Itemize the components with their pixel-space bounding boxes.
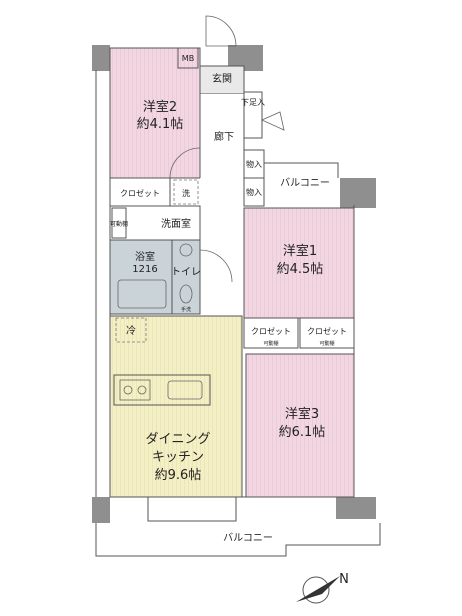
room-western2-size: 約4.1帖: [137, 117, 184, 132]
room-western3-outline: [245, 353, 355, 498]
compass-label: N: [339, 572, 349, 587]
bathtub: [117, 279, 167, 309]
dining-name-line1: ダイニング: [145, 432, 210, 447]
hand-wash-label: 手洗: [181, 306, 191, 313]
burner-1-icon: [123, 385, 133, 395]
bathroom-name: 浴室: [135, 250, 155, 263]
column-bottom-right: [336, 497, 376, 519]
movable-shelf-2-label: 可動棚: [263, 340, 278, 347]
meter-box: [177, 47, 199, 69]
entrance-label: 玄関: [212, 72, 232, 85]
dining-kitchen-floor: [110, 316, 242, 497]
toilet-label: トイレ: [171, 267, 201, 278]
closet-western1-label: クロゼット: [251, 326, 291, 336]
shoe-box-label: 下足入: [241, 98, 265, 107]
balcony-upper-outline: [264, 162, 339, 178]
washroom-label: 洗面室: [161, 217, 191, 230]
washer-space: [173, 179, 199, 205]
fridge-space: [115, 317, 147, 343]
storage-b-label: 物入: [246, 187, 262, 197]
shoe-box-char1: 下足入: [241, 98, 265, 107]
column-right-top: [340, 178, 376, 208]
burner-2-icon: [137, 385, 147, 395]
movable-shelf-washroom: [111, 207, 127, 239]
bathroom-size: 1216: [132, 264, 157, 275]
closet-western1: [243, 317, 299, 349]
hallway-floor: [200, 94, 244, 284]
balcony-lower-label: バルコニー: [223, 532, 273, 544]
toilet-bowl-icon: [179, 284, 193, 304]
stove-icon: [119, 379, 151, 401]
washer-label: 洗: [182, 188, 190, 198]
storage-b: [243, 177, 265, 207]
shoe-box: [243, 91, 263, 139]
kitchen-counter: [113, 374, 211, 406]
room-western1-name: 洋室1: [283, 243, 317, 259]
toilet-outline: [171, 239, 201, 315]
door-swing-entrance: [205, 15, 237, 47]
closet-western3-label: クロゼット: [307, 326, 347, 336]
door-swing-western2: [169, 147, 201, 179]
door-swing-hallway: [199, 249, 233, 283]
dining-size: 約9.6帖: [155, 468, 202, 483]
meter-box-label: MB: [182, 54, 194, 63]
balcony-lower-outline: [95, 523, 381, 557]
room-western1-size: 約4.5帖: [277, 262, 324, 277]
balcony-upper-label: バルコニー: [280, 177, 330, 189]
closet-western3: [299, 317, 355, 349]
storage-a-label: 物入: [246, 159, 262, 169]
column-bottom-left: [92, 497, 110, 523]
room-western2-name: 洋室2: [143, 99, 177, 115]
room-western2-floor: [110, 48, 200, 178]
fridge-label: 冷: [126, 324, 136, 337]
closet-western2-label: クロゼット: [120, 188, 160, 198]
hallway-label: 廊下: [214, 130, 234, 143]
door-swing-shoe-box: [261, 111, 285, 131]
compass-ring: [302, 576, 330, 604]
sink-washroom-icon: [179, 243, 193, 257]
room-western3-floor: [246, 354, 354, 497]
movable-shelf-1-label: 可動棚: [110, 220, 128, 228]
room-western3-size: 約6.1帖: [279, 425, 326, 440]
entrance-floor: [200, 66, 244, 94]
north-arrow-icon: [296, 576, 340, 604]
toilet-floor: [172, 240, 200, 314]
room-western1-outline: [243, 207, 355, 319]
dining-kitchen-outline: [109, 315, 243, 498]
column-top-left: [92, 45, 110, 71]
room-western1-floor: [244, 208, 354, 318]
kitchen-sink-icon: [167, 380, 203, 400]
movable-shelf-3-label: 可動棚: [319, 340, 334, 347]
room-western3-name: 洋室3: [285, 406, 319, 422]
compass-needle: [296, 576, 340, 602]
washroom-floor: [110, 206, 200, 240]
dining-name-line2: キッチン: [152, 450, 204, 465]
bathroom-floor: [110, 240, 172, 314]
